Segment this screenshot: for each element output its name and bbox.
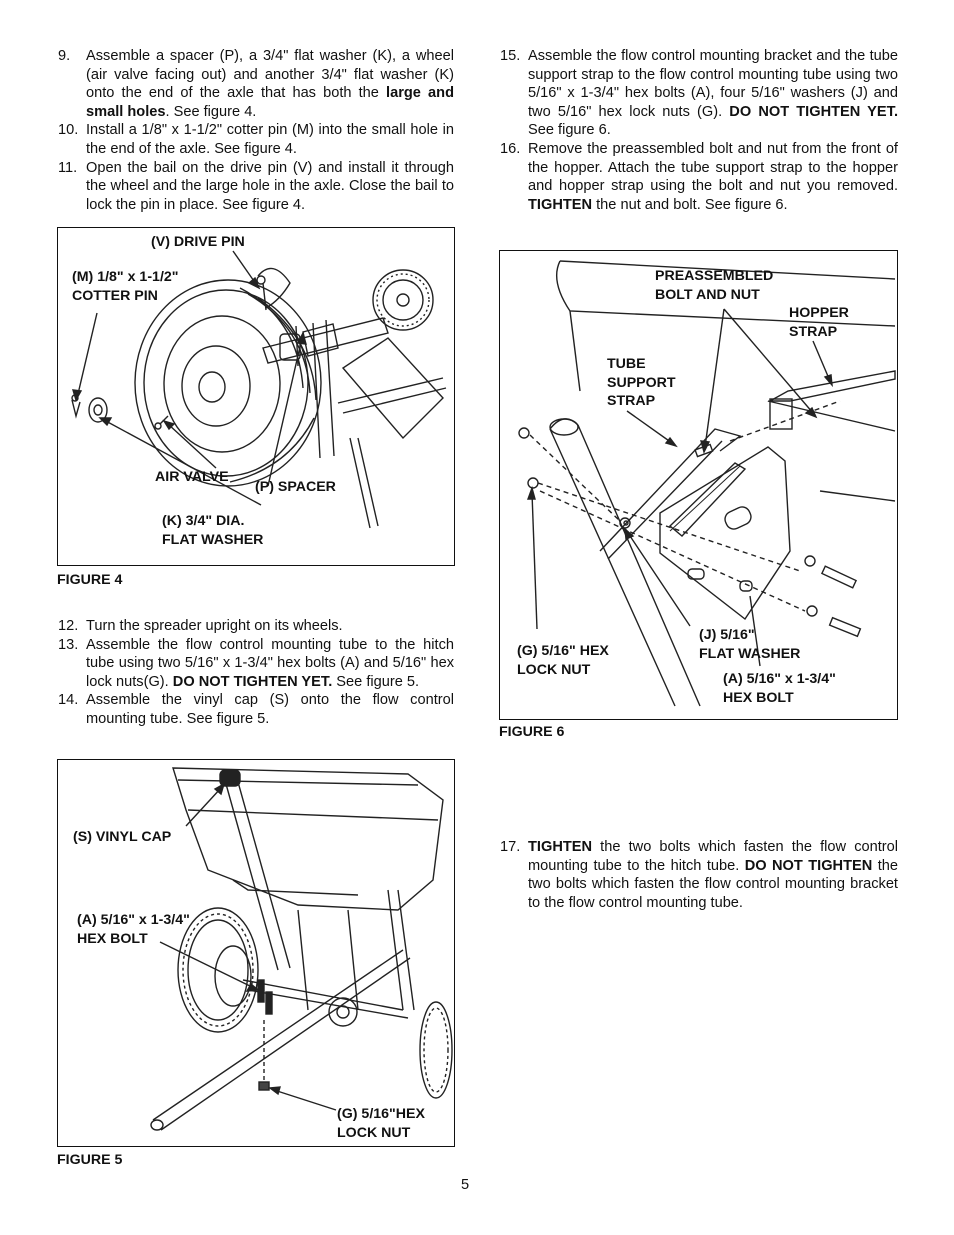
page-number: 5 — [461, 1177, 470, 1193]
steps-12-14: 12. Turn the spreader upright on its whee… — [58, 617, 454, 729]
step-text: Install a 1/8" x 1-1/2" cotter pin (M) i… — [86, 122, 454, 157]
step-paragraph: 17. TIGHTEN the two bolts which fasten th… — [500, 838, 898, 912]
figure-5-caption: FIGURE 5 — [57, 1152, 123, 1168]
step-emphasis: TIGHTEN — [528, 839, 593, 855]
step-text: the two bolts which fasten the flow cont… — [528, 839, 898, 874]
step-text: See figure 6. — [528, 122, 611, 139]
figure-4-caption: FIGURE 4 — [57, 572, 123, 588]
step-paragraph: 10. Install a 1/8" x 1-1/2" cotter pin (M… — [58, 121, 454, 158]
step-text: Turn the spreader upright on its wheels. — [86, 618, 343, 634]
label-hex-bolt: (A) 5/16" x 1-3/4" HEX BOLT — [723, 671, 836, 706]
label-hex-lock-nut: (G) 5/16" HEX LOCK NUT — [517, 643, 609, 678]
step-text: Remove the preassembled bolt and nut fro… — [528, 140, 898, 195]
label-spacer: (P) SPACER — [255, 479, 336, 495]
step-number: 11. — [58, 159, 78, 176]
figure-4: (V) DRIVE PIN (M) 1/8" x 1-1/2" COTTER P… — [57, 227, 455, 566]
step-emphasis: DO NOT TIGHTEN — [744, 857, 873, 874]
step-emphasis: TIGHTEN — [528, 196, 593, 213]
label-tube-support-strap: TUBE SUPPORT STRAP — [607, 356, 676, 409]
step-emphasis: large and small holes — [86, 85, 454, 120]
figure-4-drawing — [71, 250, 447, 529]
step-paragraph: 9. Assemble a spacer (P), a 3/4" flat was… — [58, 47, 454, 121]
label-lock-nut: (G) 5/16"HEX LOCK NUT — [337, 1106, 425, 1141]
step-text: the two bolts which fasten the flow cont… — [528, 857, 899, 911]
step-number: 10. — [58, 122, 79, 139]
step-text: Open the bail on the drive pin (V) and i… — [86, 159, 454, 213]
step-paragraph: 12. Turn the spreader upright on its whee… — [58, 617, 454, 636]
label-air-valve: AIR VALVE — [155, 469, 229, 485]
steps-9-11: 9. Assemble a spacer (P), a 3/4" flat was… — [58, 47, 454, 214]
step-emphasis: DO NOT TIGHTEN YET. — [172, 673, 333, 690]
label-flat-washer: (J) 5/16" FLAT WASHER — [699, 627, 801, 662]
step-paragraph: 13. Assemble the flow control mounting tu… — [58, 636, 454, 692]
step-text: Assemble the vinyl cap (S) onto the flow… — [86, 692, 454, 727]
steps-15-16: 15. Assemble the flow control mounting br… — [500, 47, 898, 214]
step-text: the nut and bolt. See figure 6. — [592, 196, 788, 213]
figure-6: PREASSEMBLED BOLT AND NUT HOPPER STRAP T… — [499, 250, 898, 720]
figure-6-caption: FIGURE 6 — [499, 724, 565, 740]
step-text: See figure 5. — [332, 673, 420, 690]
step-number: 13. — [58, 636, 79, 653]
step-emphasis: DO NOT TIGHTEN YET. — [729, 103, 898, 120]
step-paragraph: 11. Open the bail on the drive pin (V) an… — [58, 159, 454, 215]
label-hopper-strap: HOPPER STRAP — [789, 305, 849, 340]
figure-6-drawing — [518, 260, 896, 707]
label-preassembled-bolt: PREASSEMBLED BOLT AND NUT — [655, 268, 774, 303]
step-number: 16. — [500, 140, 521, 157]
label-drive-pin: (V) DRIVE PIN — [151, 234, 245, 250]
step-paragraph: 16. Remove the preassembled bolt and nut … — [500, 140, 898, 214]
label-vinyl-cap: (S) VINYL CAP — [73, 829, 172, 845]
label-cotter-pin: (M) 1/8" x 1-1/2" COTTER PIN — [72, 269, 179, 304]
step-number: 9. — [58, 48, 71, 64]
step-paragraph: 15. Assemble the flow control mounting br… — [500, 47, 898, 140]
step-17: 17. TIGHTEN the two bolts which fasten th… — [500, 838, 898, 912]
step-number: 14. — [58, 692, 79, 709]
figure-5-drawing — [150, 767, 453, 1131]
step-text: Assemble the flow control mounting brack… — [528, 48, 898, 120]
label-flat-washer: (K) 3/4" DIA. FLAT WASHER — [162, 513, 264, 548]
step-number: 15. — [500, 48, 521, 64]
step-paragraph: 14. Assemble the vinyl cap (S) onto the f… — [58, 691, 454, 728]
step-number: 17. — [500, 839, 521, 855]
step-number: 12. — [58, 618, 79, 634]
label-hex-bolt: (A) 5/16" x 1-3/4" HEX BOLT — [77, 912, 190, 947]
step-text: . See figure 4. — [165, 103, 257, 120]
step-text: Assemble a spacer (P), a 3/4" flat washe… — [86, 48, 454, 102]
figure-5: (S) VINYL CAP (A) 5/16" x 1-3/4" HEX BOL… — [57, 759, 455, 1147]
step-text: Assemble the flow control mounting tube … — [86, 636, 454, 690]
